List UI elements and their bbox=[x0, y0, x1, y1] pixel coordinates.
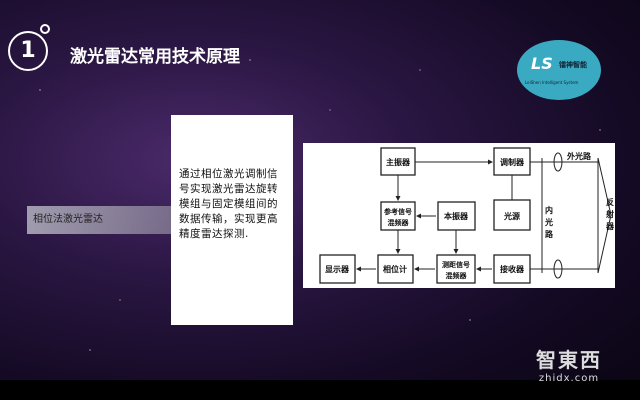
phase-meter-block bbox=[377, 254, 414, 284]
modulator-label: 调制器 bbox=[500, 157, 525, 167]
section-number-badge: 1 bbox=[8, 31, 48, 71]
reflector-label-2: 射 bbox=[605, 209, 614, 219]
range-mixer-label-1: 测距信号 bbox=[442, 260, 470, 269]
inner-path-label-2: 光 bbox=[544, 217, 553, 227]
display-label: 显示器 bbox=[325, 265, 350, 274]
logo-mark-icon: LS bbox=[531, 54, 553, 73]
description-card: 通过相位激光调制信号实现激光雷达旋转模组与固定模组间的数据传输，实现更高精度雷达… bbox=[171, 115, 293, 325]
display-block bbox=[319, 254, 356, 284]
range-mixer-label-2: 混频器 bbox=[446, 271, 468, 280]
light-source-label: 光源 bbox=[503, 211, 520, 221]
watermark-brand: 智東西 bbox=[536, 348, 602, 372]
receiver-label: 接收器 bbox=[500, 264, 525, 274]
main-oscillator-label: 主振器 bbox=[386, 157, 411, 167]
reference-mixer-label-2: 混频器 bbox=[388, 218, 410, 227]
bottom-bar bbox=[0, 380, 640, 400]
reflector-label-1: 反 bbox=[606, 197, 614, 207]
watermark-url: zhidx.com bbox=[538, 373, 600, 384]
logo-name-en: LeiShen Intelligent System bbox=[525, 80, 579, 85]
side-label: 相位法激光雷达 bbox=[27, 206, 171, 234]
inner-path-label-3: 路 bbox=[545, 229, 554, 239]
watermark: 智東西 zhidx.com bbox=[536, 344, 602, 384]
phase-lidar-diagram: 主振器 调制器 参考信号 混频器 本振器 光源 显示器 相位计 测距信号 混频器… bbox=[303, 143, 615, 288]
description-text: 通过相位激光调制信号实现激光雷达旋转模组与固定模组间的数据传输，实现更高精度雷达… bbox=[179, 168, 278, 240]
outer-lens-icon bbox=[553, 152, 563, 172]
local-oscillator-label: 本振器 bbox=[443, 211, 469, 221]
inner-path-label-1: 内 bbox=[545, 205, 553, 215]
outer-path-label: 外光路 bbox=[567, 151, 592, 161]
range-mixer-block bbox=[436, 254, 476, 284]
slide-title: 激光雷达常用技术原理 bbox=[70, 47, 240, 67]
logo-name-zh: 镭神智能 bbox=[559, 61, 587, 69]
reference-mixer-label-1: 参考信号 bbox=[384, 207, 412, 216]
company-logo: LS 镭神智能 LeiShen Intelligent System bbox=[517, 40, 601, 100]
phase-meter-label: 相位计 bbox=[383, 264, 407, 274]
orbit-decoration-icon bbox=[40, 24, 50, 34]
reflector-label-3: 器 bbox=[605, 222, 615, 231]
inner-lens-icon bbox=[553, 259, 563, 279]
